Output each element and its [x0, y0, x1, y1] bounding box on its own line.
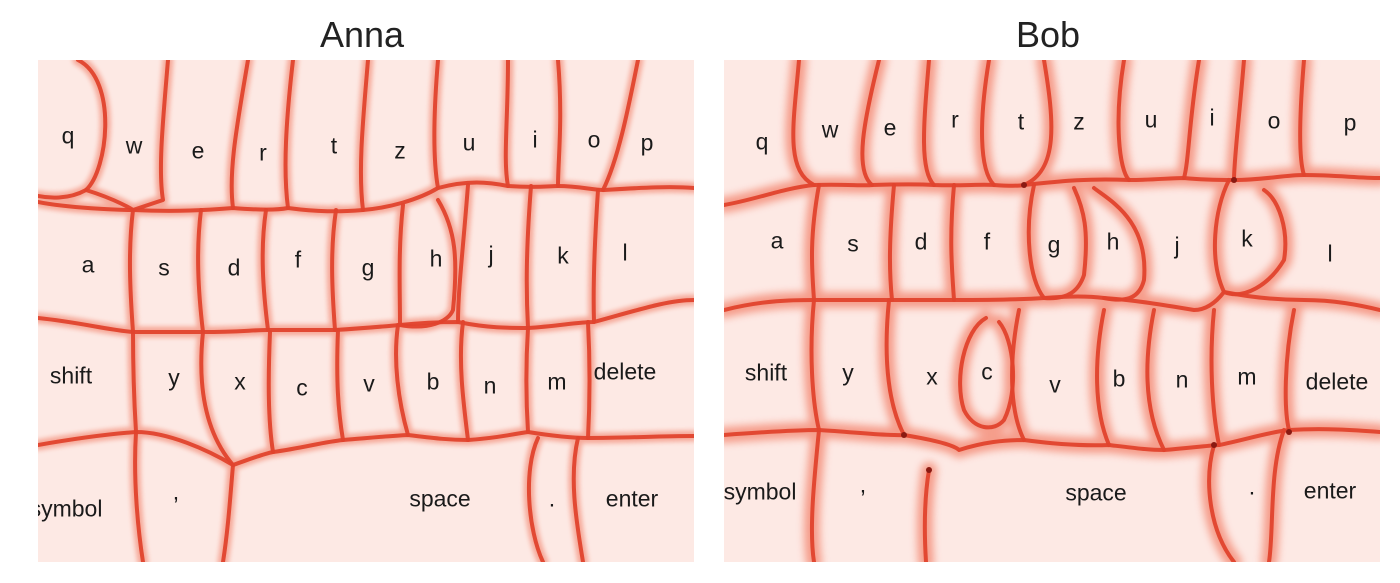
key-label: c — [296, 374, 308, 401]
key-label: shift — [49, 362, 93, 389]
key-label: w — [125, 132, 143, 159]
key-label: k — [1241, 225, 1253, 252]
key-label: y — [842, 359, 854, 386]
key-label: · — [1248, 478, 1256, 505]
key-label: f — [983, 228, 991, 255]
key-label: z — [1073, 108, 1085, 135]
panel-title-anna: Anna — [320, 14, 405, 55]
key-label: space — [1065, 479, 1127, 506]
key-label: s — [847, 230, 859, 257]
key-label: f — [294, 246, 302, 273]
key-label: i — [532, 126, 538, 153]
boundaries-bob — [724, 60, 1380, 562]
boundaries-anna — [38, 60, 694, 562]
key-label: n — [1175, 366, 1189, 393]
key-label: d — [227, 254, 241, 281]
key-label: t — [330, 132, 338, 159]
key-label: i — [1209, 104, 1215, 131]
key-label: w — [821, 116, 839, 143]
keyboard-map-bob: q w e r t z u i o p a s d f g h j k l sh… — [724, 60, 1380, 562]
key-label: m — [547, 368, 567, 395]
key-label: x — [926, 363, 938, 390]
key-label: enter — [605, 485, 659, 512]
key-label: . — [548, 485, 556, 512]
key-label: delete — [593, 358, 657, 385]
key-label: u — [1144, 106, 1158, 133]
key-label: a — [81, 251, 95, 278]
key-label: d — [914, 228, 928, 255]
key-label: b — [426, 368, 440, 395]
key-label: b — [1112, 365, 1126, 392]
key-label: delete — [1305, 368, 1369, 395]
key-label: p — [640, 129, 654, 156]
keyboard-map-anna: q w e r t z u i o p a s d f g h j k l sh… — [38, 60, 694, 562]
key-label: g — [361, 254, 375, 281]
key-label: enter — [1303, 477, 1357, 504]
key-label: q — [755, 128, 769, 155]
key-label: k — [557, 242, 569, 269]
key-label: r — [259, 139, 267, 166]
key-label: n — [483, 372, 497, 399]
key-label: q — [61, 122, 75, 149]
key-label: g — [1047, 231, 1061, 258]
key-label: symbol — [38, 495, 103, 522]
key-label: e — [883, 114, 897, 141]
key-label: , — [172, 478, 180, 505]
key-label: u — [462, 129, 476, 156]
key-label: o — [1267, 107, 1281, 134]
panel-title-bob: Bob — [1016, 14, 1081, 55]
key-label: y — [168, 364, 180, 391]
key-label: x — [234, 368, 246, 395]
key-label: r — [951, 106, 959, 133]
key-label: o — [587, 126, 601, 153]
key-label: l — [622, 239, 628, 266]
key-label: h — [429, 245, 443, 272]
key-label: h — [1106, 228, 1120, 255]
key-label: shift — [744, 359, 788, 386]
key-label: p — [1343, 109, 1357, 136]
key-label: c — [981, 358, 993, 385]
key-label: e — [191, 137, 205, 164]
key-label: , — [859, 471, 867, 498]
key-label: m — [1237, 363, 1257, 390]
key-label: symbol — [724, 478, 797, 505]
key-label: space — [409, 485, 471, 512]
key-label: v — [363, 370, 375, 397]
key-label: s — [158, 254, 170, 281]
key-label: v — [1049, 371, 1061, 398]
key-label: a — [770, 227, 784, 254]
key-label: z — [394, 137, 406, 164]
key-label: l — [1327, 240, 1333, 267]
key-label: t — [1017, 108, 1025, 135]
key-label: j — [1174, 232, 1180, 259]
key-label: j — [488, 241, 494, 268]
